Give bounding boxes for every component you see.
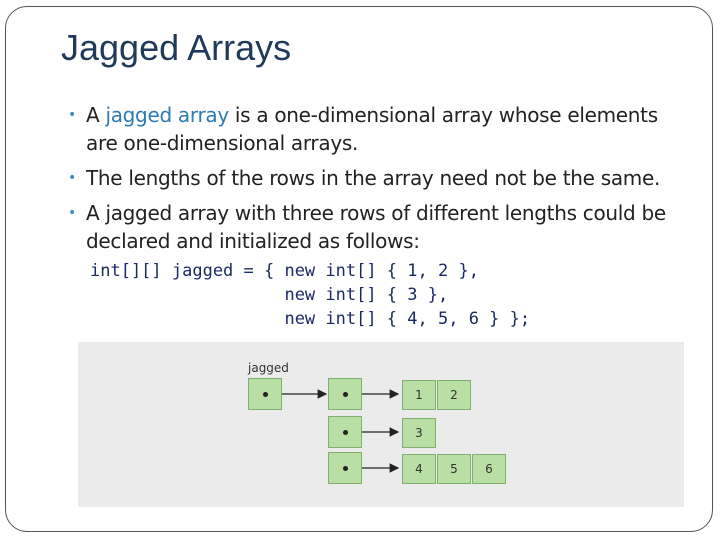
array-element-cell: 2: [437, 380, 471, 410]
code-block: int[][] jagged = { new int[] { 1, 2 }, n…: [90, 259, 530, 331]
pointer-dot-icon: [262, 391, 268, 397]
array-element-cell: 4: [402, 454, 436, 484]
row-reference-cell: [328, 416, 362, 448]
bullet-text-pre: A jagged array with three rows of differ…: [86, 201, 666, 253]
bullet-item: • A jagged array with three rows of diffe…: [68, 199, 688, 255]
bullet-text-pre: A: [86, 103, 106, 127]
array-element-cell: 3: [402, 418, 436, 448]
array-element-cell: 5: [437, 454, 471, 484]
pointer-dot-icon: [342, 429, 348, 435]
bullet-marker-icon: •: [68, 170, 76, 186]
bullet-text-pre: The lengths of the rows in the array nee…: [86, 166, 661, 190]
variable-label: jagged: [248, 361, 289, 375]
bullet-text-post: is a one-dimensional array whose element…: [86, 103, 658, 155]
bullet-list: • A jagged array is a one-dimensional arr…: [68, 101, 688, 262]
bullet-item: • A jagged array is a one-dimensional arr…: [68, 101, 688, 157]
row-reference-cell: [328, 378, 362, 410]
jagged-array-diagram: jagged 1 2 3 4 5 6: [78, 342, 684, 507]
array-element-cell: 6: [472, 454, 506, 484]
array-element-cell: 1: [402, 380, 436, 410]
pointer-dot-icon: [342, 391, 348, 397]
variable-reference-cell: [248, 378, 282, 410]
code-line: int[][] jagged = { new int[] { 1, 2 },: [90, 261, 479, 281]
bullet-highlight: jagged array: [105, 103, 229, 127]
bullet-marker-icon: •: [68, 205, 76, 221]
code-line: new int[] { 4, 5, 6 } };: [90, 309, 531, 329]
row-reference-cell: [328, 452, 362, 484]
bullet-item: • The lengths of the rows in the array ne…: [68, 164, 688, 192]
slide-frame: [5, 6, 713, 532]
bullet-marker-icon: •: [68, 107, 76, 123]
arrows-layer: [268, 389, 400, 473]
code-line: new int[] { 3 },: [90, 285, 449, 305]
slide-title: Jagged Arrays: [61, 27, 292, 68]
pointer-dot-icon: [342, 465, 348, 471]
